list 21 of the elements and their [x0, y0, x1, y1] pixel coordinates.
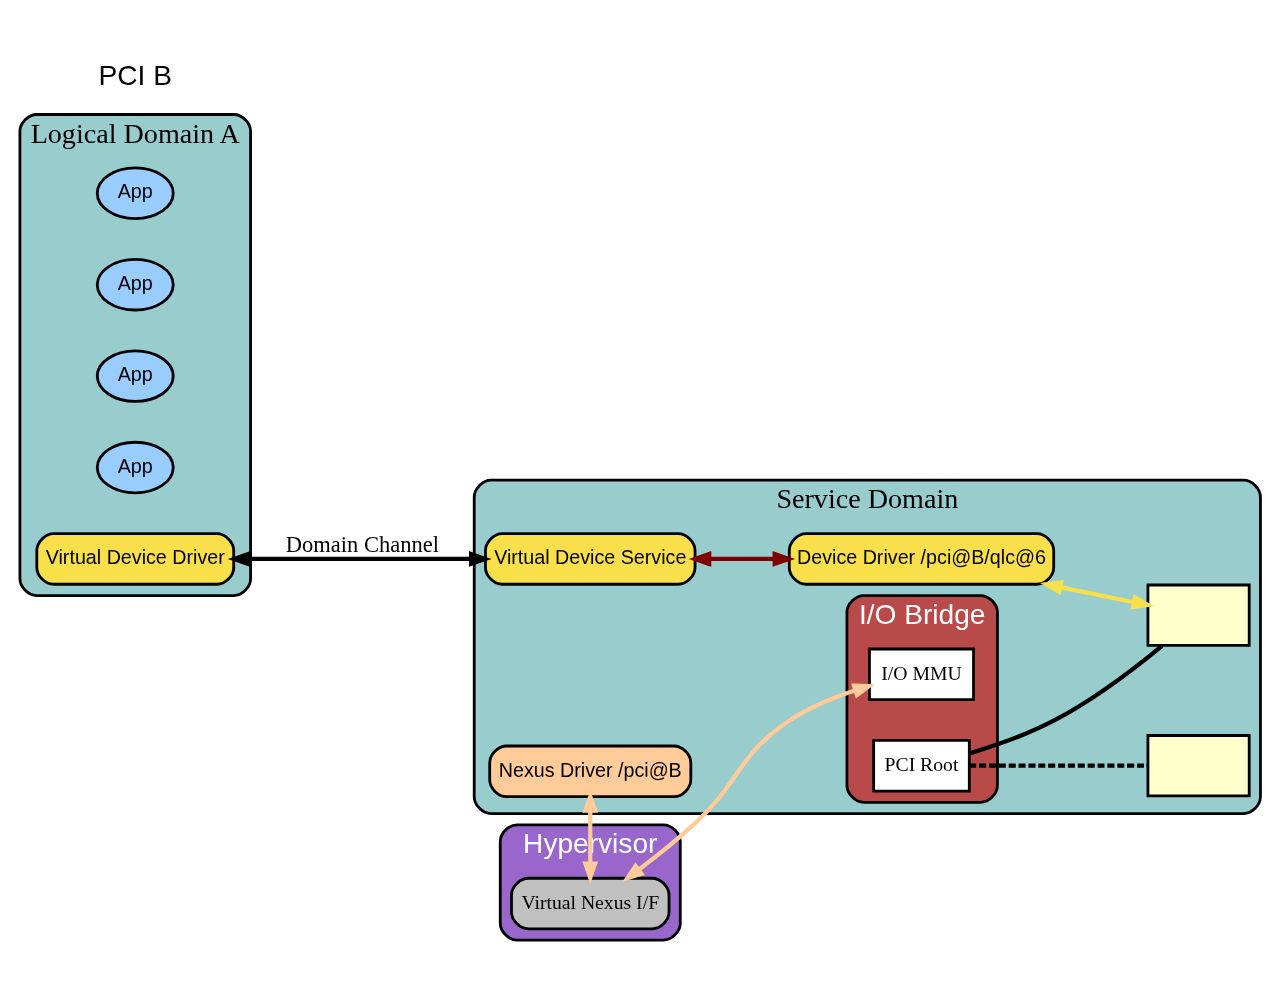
node-box — [1146, 734, 1251, 798]
node-box: I/O MMU — [868, 647, 975, 701]
arrow — [622, 683, 876, 883]
node-box: Virtual Device Driver — [35, 532, 236, 586]
connector — [969, 763, 1148, 768]
node-ellipse: App — [95, 349, 175, 403]
node-box: Device Driver /pci@B/qlc@6 — [787, 532, 1056, 586]
connector — [969, 644, 1164, 756]
node-box: Nexus Driver /pci@B — [488, 744, 693, 799]
node-ellipse: App — [95, 166, 175, 220]
arrow — [227, 551, 492, 567]
label: PCI B — [98, 59, 172, 91]
edge-label: Domain Channel — [285, 531, 439, 557]
node-box: Virtual Device Service — [484, 532, 697, 586]
node-ellipse: App — [95, 440, 175, 495]
node-box — [1146, 583, 1251, 647]
node-box: PCI Root — [872, 739, 971, 793]
arrow — [688, 551, 796, 567]
arrow — [1040, 579, 1154, 610]
node-box: Virtual Nexus I/F — [510, 876, 671, 931]
node-ellipse: App — [95, 257, 175, 312]
